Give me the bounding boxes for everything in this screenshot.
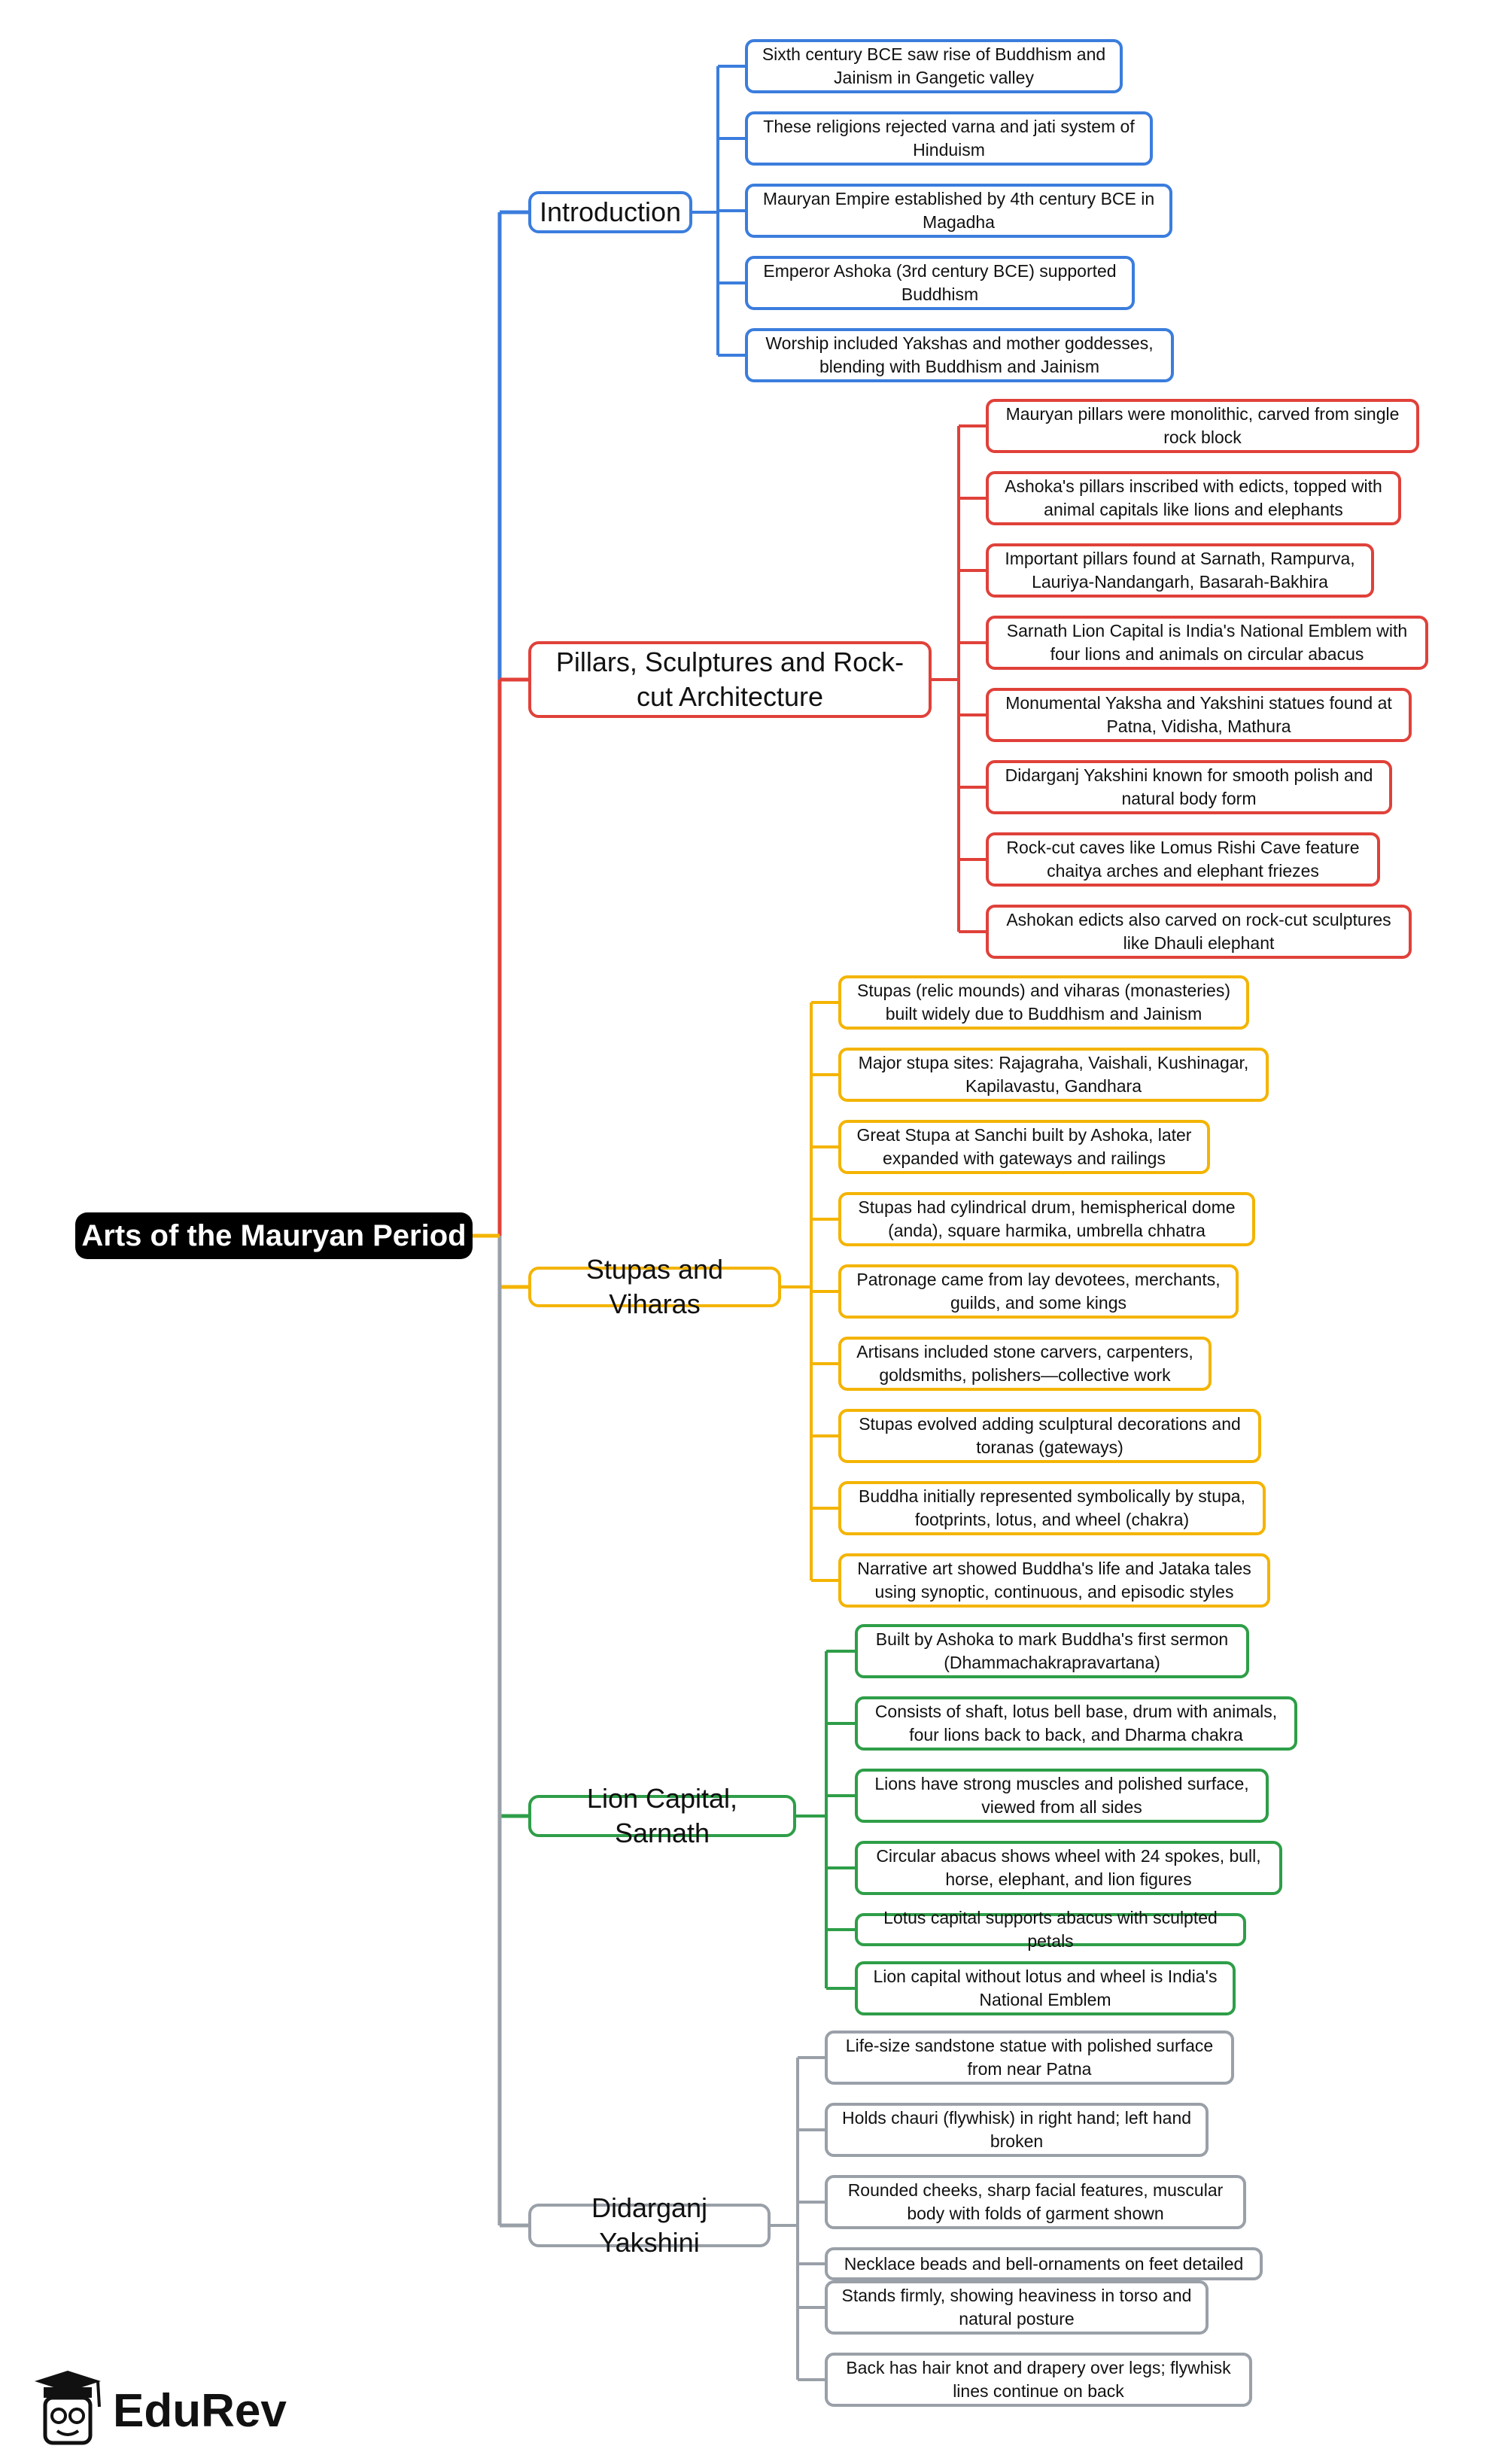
root-node: Arts of the Mauryan Period (75, 1212, 473, 1259)
leaf-node: Sixth century BCE saw rise of Buddhism a… (745, 39, 1123, 93)
leaf-node: Major stupa sites: Rajagraha, Vaishali, … (838, 1048, 1269, 1102)
edurev-logo-icon (35, 2371, 101, 2445)
branch-lion-capital: Lion Capital, Sarnath (528, 1783, 796, 1848)
leaf-node: Emperor Ashoka (3rd century BCE) support… (745, 256, 1135, 310)
leaf-node: Important pillars found at Sarnath, Ramp… (986, 543, 1374, 598)
leaf-node: Narrative art showed Buddha's life and J… (838, 1553, 1270, 1608)
leaf-node: Mauryan Empire established by 4th centur… (745, 184, 1172, 238)
leaf-node: Stupas (relic mounds) and viharas (monas… (838, 975, 1249, 1030)
leaf-node: Holds chauri (flywhisk) in right hand; l… (825, 2103, 1209, 2157)
leaf-node: Consists of shaft, lotus bell base, drum… (855, 1696, 1297, 1751)
leaf-node: Built by Ashoka to mark Buddha's first s… (855, 1624, 1249, 1678)
branch-stupas: Stupas and Viharas (528, 1254, 781, 1319)
branch-didarganj-yakshini: Didarganj Yakshini (528, 2192, 771, 2258)
leaf-node: Ashokan edicts also carved on rock-cut s… (986, 905, 1412, 959)
branch-introduction: Introduction (528, 191, 692, 233)
leaf-node: Stands firmly, showing heaviness in tors… (825, 2280, 1209, 2335)
leaf-node: Lions have strong muscles and polished s… (855, 1769, 1269, 1823)
leaf-node: Mauryan pillars were monolithic, carved … (986, 399, 1419, 453)
leaf-node: Monumental Yaksha and Yakshini statues f… (986, 688, 1412, 742)
brand-name: EduRev (113, 2385, 287, 2437)
leaf-node: Patronage came from lay devotees, mercha… (838, 1264, 1239, 1319)
leaf-node: Lotus capital supports abacus with sculp… (855, 1908, 1246, 1951)
leaf-node: Circular abacus shows wheel with 24 spok… (855, 1841, 1282, 1895)
leaf-node: Rounded cheeks, sharp facial features, m… (825, 2175, 1246, 2229)
leaf-node: Stupas evolved adding sculptural decorat… (838, 1409, 1261, 1463)
leaf-node: Didarganj Yakshini known for smooth poli… (986, 760, 1392, 814)
leaf-node: These religions rejected varna and jati … (745, 111, 1153, 166)
leaf-node: Worship included Yakshas and mother godd… (745, 328, 1174, 382)
leaf-node: Ashoka's pillars inscribed with edicts, … (986, 471, 1401, 525)
leaf-node: Artisans included stone carvers, carpent… (838, 1337, 1212, 1391)
leaf-node: Life-size sandstone statue with polished… (825, 2031, 1234, 2085)
leaf-node: Buddha initially represented symbolicall… (838, 1481, 1266, 1535)
leaf-node: Necklace beads and bell-ornaments on fee… (825, 2247, 1263, 2280)
leaf-node: Stupas had cylindrical drum, hemispheric… (838, 1192, 1255, 1246)
leaf-node: Back has hair knot and drapery over legs… (825, 2353, 1252, 2407)
leaf-node: Great Stupa at Sanchi built by Ashoka, l… (838, 1120, 1210, 1174)
branch-pillars: Pillars, Sculptures and Rock-cut Archite… (528, 641, 932, 718)
leaf-node: Rock-cut caves like Lomus Rishi Cave fea… (986, 832, 1380, 887)
leaf-node: Lion capital without lotus and wheel is … (855, 1961, 1236, 2015)
leaf-node: Sarnath Lion Capital is India's National… (986, 616, 1428, 670)
